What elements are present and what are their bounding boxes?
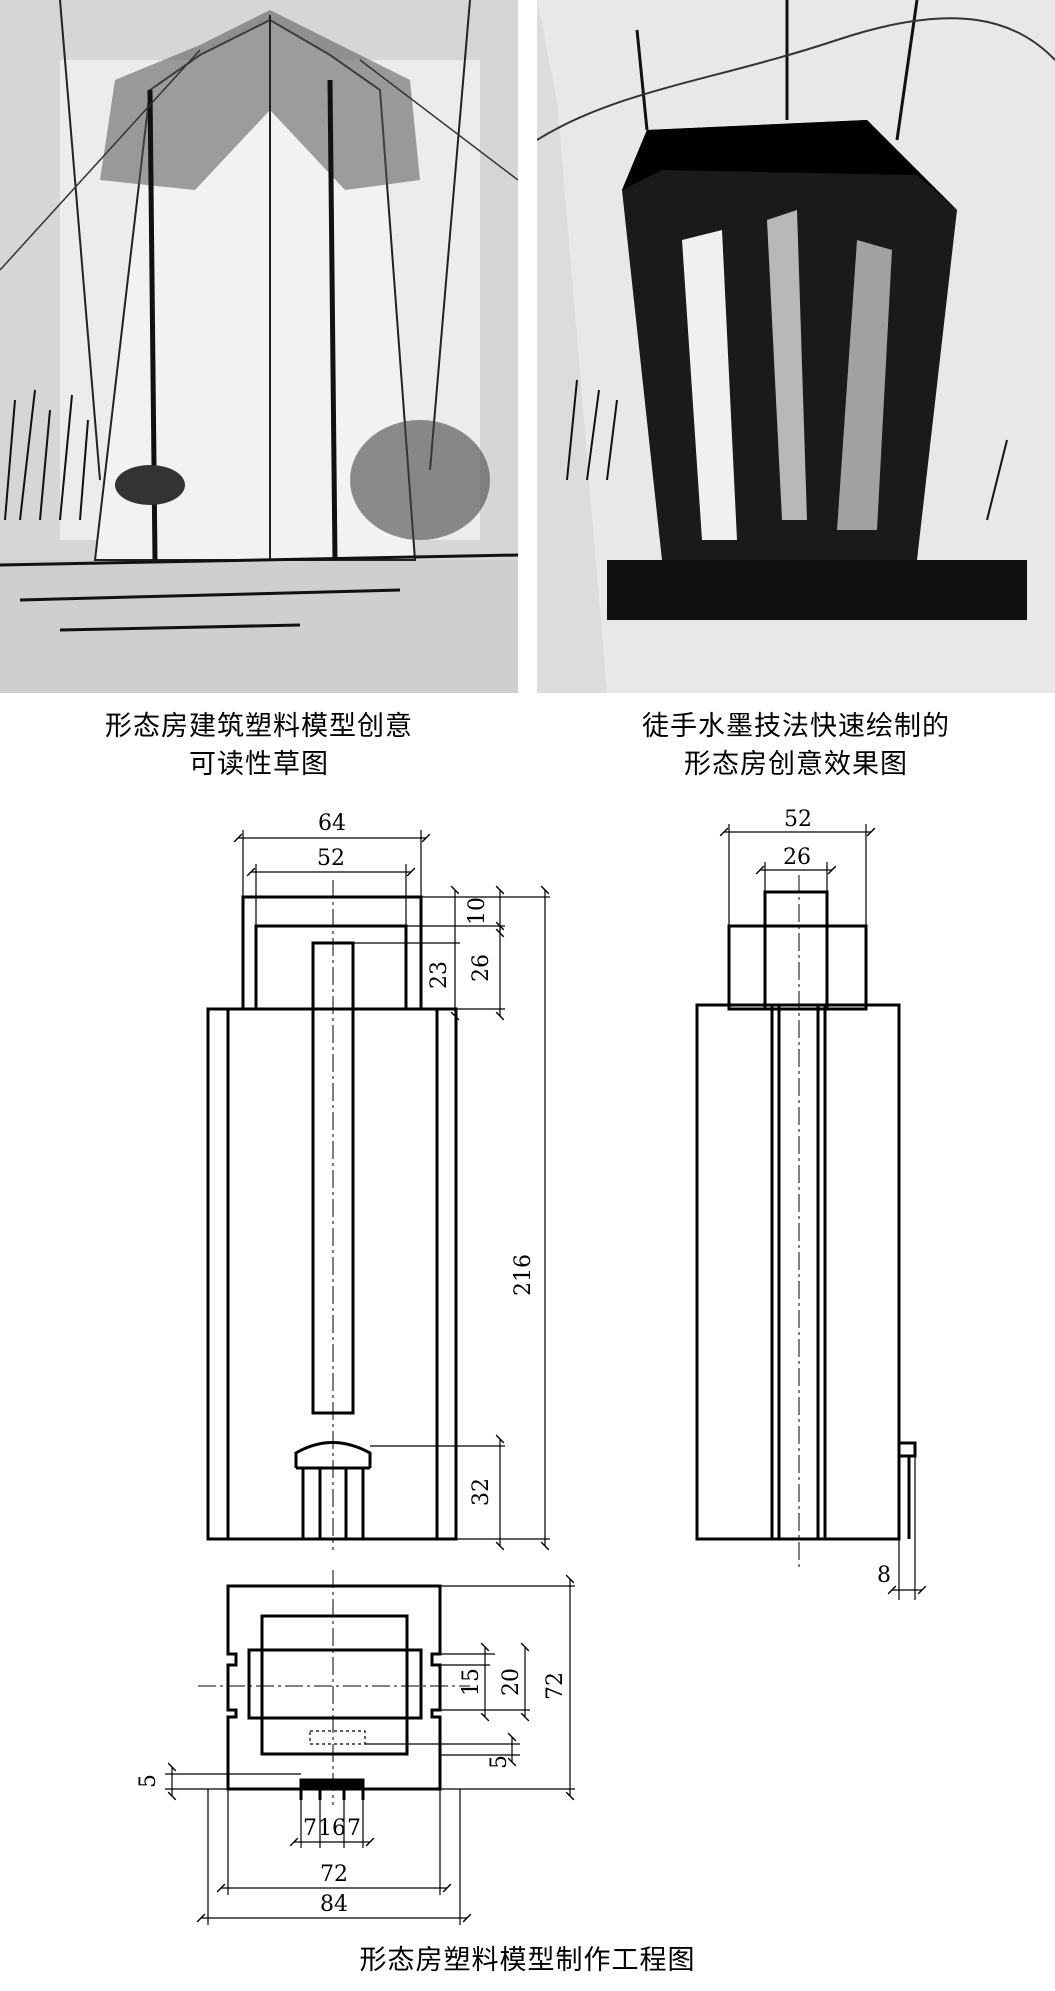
dim-plan-5-left: 5 [136, 1774, 161, 1788]
engineering-drawings: 64 52 10 26 23 216 32 52 26 8 15 20 72 5… [0, 780, 1055, 1944]
dim-plan-5-right: 5 [487, 1755, 512, 1769]
caption-left-line2: 可读性草图 [189, 749, 329, 780]
dim-side-26: 26 [783, 845, 811, 870]
caption-sketch-right: 徒手水墨技法快速绘制的 形态房创意效果图 [537, 708, 1055, 784]
dim-side-8: 8 [877, 1563, 891, 1588]
caption-left-line1: 形态房建筑塑料模型创意 [105, 711, 413, 742]
dim-front-216: 216 [511, 1254, 536, 1296]
dim-front-32: 32 [469, 1478, 494, 1506]
side-elevation [695, 824, 927, 1600]
caption-sketch-left: 形态房建筑塑料模型创意 可读性草图 [0, 708, 518, 784]
dim-plan-20: 20 [499, 1668, 524, 1696]
dim-plan-7-right: 7 [347, 1816, 361, 1841]
dim-plan-15: 15 [459, 1668, 484, 1696]
dim-side-52: 52 [784, 807, 812, 832]
dim-front-10: 10 [465, 897, 490, 925]
caption-engineering-drawing: 形态房塑料模型制作工程图 [359, 1945, 696, 1976]
sketch-image-left [0, 0, 518, 693]
front-elevation [206, 830, 550, 1551]
dim-front-26: 26 [469, 954, 494, 982]
caption-right-line2: 形态房创意效果图 [684, 749, 908, 780]
dim-plan-72-horizontal: 72 [320, 1862, 348, 1887]
sketch-image-right [537, 0, 1055, 693]
dim-plan-84: 84 [320, 1892, 348, 1917]
caption-right-line1: 徒手水墨技法快速绘制的 [642, 711, 950, 742]
dim-front-64: 64 [318, 811, 346, 836]
dim-plan-72-vertical: 72 [543, 1672, 568, 1700]
dim-front-23: 23 [427, 961, 452, 989]
dim-front-52: 52 [317, 846, 345, 871]
plan-view [165, 1570, 575, 1925]
dim-plan-7-left: 7 [303, 1816, 317, 1841]
dim-plan-16: 16 [318, 1816, 346, 1841]
